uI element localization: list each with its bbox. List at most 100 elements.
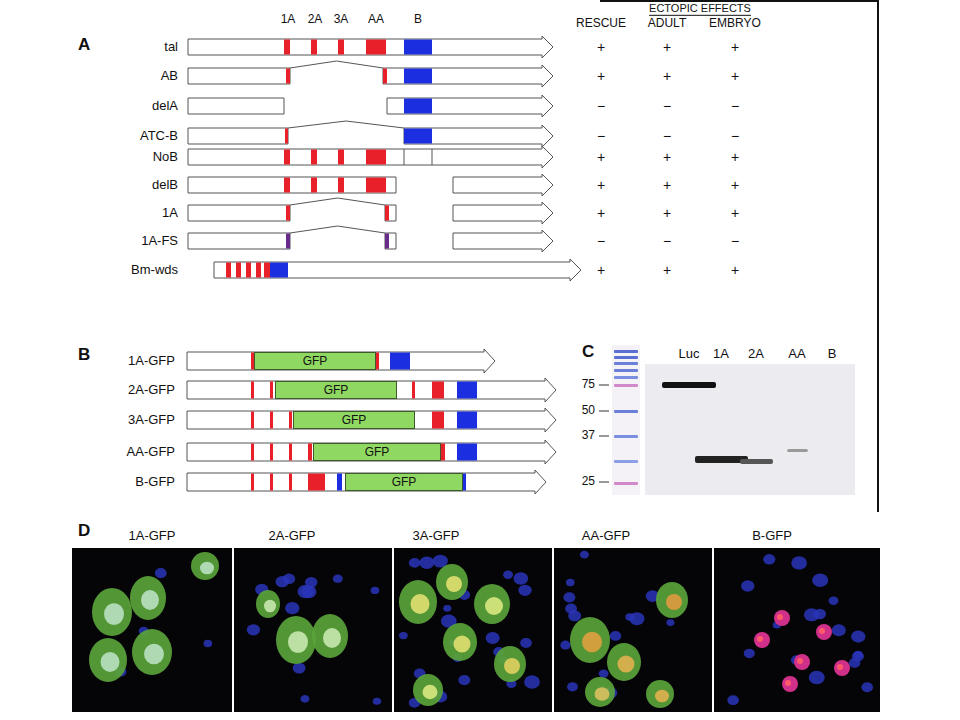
result-sign: − xyxy=(731,98,739,114)
nucleus-stain xyxy=(849,658,861,668)
construct-segment xyxy=(264,263,270,278)
nucleus-stain xyxy=(524,675,540,688)
gfp-cell xyxy=(399,580,437,624)
construct-name: AB xyxy=(161,69,178,84)
result-sign: + xyxy=(597,177,605,193)
domain-header: 3A xyxy=(334,13,349,27)
micrograph xyxy=(714,548,880,712)
construct-segment xyxy=(308,444,312,461)
nucleus-stain xyxy=(399,632,408,639)
panel-letter: C xyxy=(582,342,594,362)
cell-nucleus xyxy=(595,687,610,701)
gfp-label: GFP xyxy=(303,355,328,367)
construct-segment xyxy=(366,150,386,165)
construct-segment xyxy=(311,150,317,165)
construct-segment xyxy=(251,474,254,491)
construct-segment xyxy=(337,474,342,491)
result-sign: + xyxy=(663,262,671,278)
cell-nucleus xyxy=(454,635,471,652)
ladder-band xyxy=(614,460,638,463)
nucleus-stain xyxy=(666,619,674,626)
result-sign: + xyxy=(731,149,739,165)
construct-segment xyxy=(404,99,432,114)
panel-letter: A xyxy=(78,35,90,55)
construct-body xyxy=(453,230,553,252)
construct-body xyxy=(404,125,553,147)
magenta-spot xyxy=(797,658,803,664)
nucleus-stain xyxy=(791,556,807,569)
construct-body xyxy=(385,205,396,221)
construct-segment xyxy=(284,150,290,165)
cell-nucleus xyxy=(582,632,602,653)
micrograph xyxy=(394,548,552,712)
gfp-box: GFP xyxy=(313,443,441,461)
micrograph xyxy=(72,548,232,712)
domain-header: 1A xyxy=(281,13,296,27)
ladder-band xyxy=(614,362,638,365)
header-underline xyxy=(649,15,751,16)
size-marker: 75 xyxy=(582,378,595,392)
micrograph xyxy=(554,548,712,712)
result-sign: − xyxy=(597,98,605,114)
gfp-cell xyxy=(92,588,132,636)
construct-body xyxy=(187,378,556,402)
magenta-spot xyxy=(777,614,783,620)
lane-label: 2A xyxy=(748,347,764,362)
construct-segment xyxy=(251,382,254,399)
gfp-label: GFP xyxy=(365,446,390,458)
nucleus-stain xyxy=(300,695,309,703)
construct-segment xyxy=(284,40,290,55)
nucleus-stain xyxy=(486,632,500,644)
construct-segment xyxy=(432,412,444,429)
cell-nucleus xyxy=(144,644,164,665)
construct-segment xyxy=(286,206,290,221)
construct-segment xyxy=(284,178,290,193)
ladder-band xyxy=(614,482,638,485)
construct-segment xyxy=(311,178,317,193)
construct-segment xyxy=(289,444,292,461)
construct-name: 1A-GFP xyxy=(128,354,175,369)
gfp-cell xyxy=(130,576,166,620)
result-sign: + xyxy=(663,205,671,221)
result-sign: + xyxy=(731,39,739,55)
nucleus-stain xyxy=(371,587,380,594)
nucleus-stain xyxy=(283,574,295,585)
construct-name: delB xyxy=(152,178,178,193)
construct-segment xyxy=(390,353,410,370)
splice-line xyxy=(290,61,383,68)
construct-segment xyxy=(412,382,415,399)
marker-tick xyxy=(599,482,609,483)
result-sign: + xyxy=(597,68,605,84)
gfp-cell xyxy=(570,617,610,663)
cell-nucleus xyxy=(200,562,214,575)
gfp-cell xyxy=(656,582,688,618)
gfp-cell xyxy=(494,646,526,682)
cell-nucleus xyxy=(446,576,462,592)
domain-divider xyxy=(404,149,405,165)
nucleus-stain xyxy=(829,597,839,605)
cell-nucleus xyxy=(411,594,430,614)
gfp-cell xyxy=(436,564,468,600)
result-sign: + xyxy=(731,177,739,193)
nucleus-stain xyxy=(812,573,828,587)
construct-body xyxy=(187,349,495,373)
construct-segment xyxy=(338,40,344,55)
column-header: RESCUE xyxy=(576,17,626,31)
lane-label: AA xyxy=(788,347,805,362)
nucleus-stain xyxy=(373,698,381,705)
nucleus-stain xyxy=(420,557,435,569)
gfp-cell xyxy=(646,680,674,708)
construct-segment xyxy=(404,69,432,84)
ladder-band xyxy=(614,410,638,413)
result-sign: + xyxy=(663,68,671,84)
construct-segment xyxy=(270,474,273,491)
construct-body xyxy=(453,202,553,224)
magenta-nucleus xyxy=(774,610,790,626)
construct-name: NoB xyxy=(153,150,178,165)
construct-segment xyxy=(404,40,432,55)
size-marker: 50 xyxy=(582,404,595,418)
construct-segment xyxy=(256,263,261,278)
gfp-cell xyxy=(607,643,641,681)
nucleus-stain xyxy=(409,558,421,568)
